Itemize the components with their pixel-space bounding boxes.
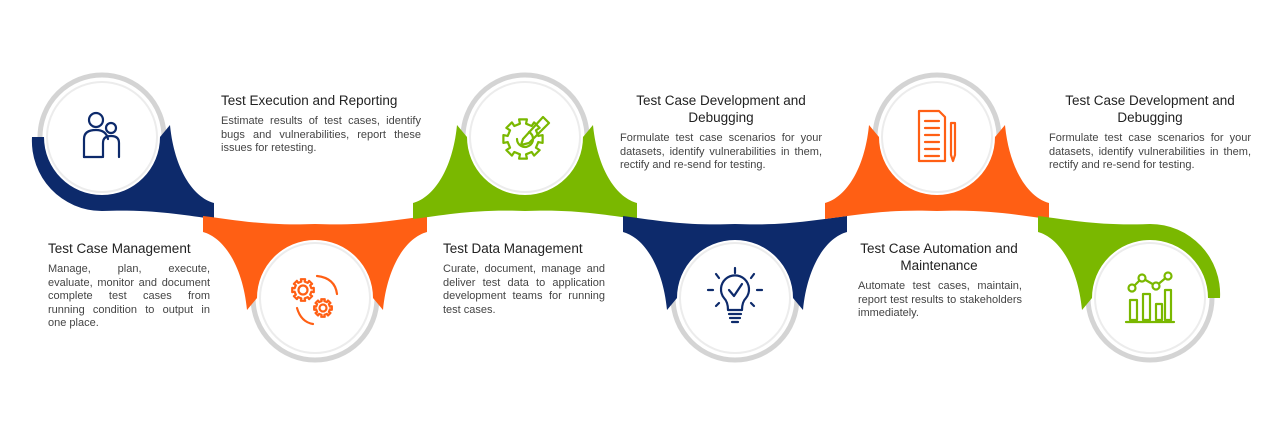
- step-test-case-automation: Test Case Automation and Maintenance Aut…: [846, 240, 1032, 321]
- step-test-case-management: Test Case Management Manage, plan, execu…: [48, 240, 210, 331]
- gears-cycle-icon: [291, 274, 339, 326]
- document-pencil-icon: [917, 109, 957, 163]
- step-description: Formulate test case scenarios for your d…: [620, 132, 822, 171]
- connector-band: [203, 216, 427, 310]
- icon-circle: [679, 242, 791, 354]
- step-description: Formulate test case scenarios for your d…: [1049, 132, 1251, 171]
- step-node-6: [1038, 216, 1221, 363]
- icon-circle: [46, 81, 158, 193]
- step-title: Test Case Automation and Maintenance: [860, 241, 1018, 273]
- step-description: Curate, document, manage and deliver tes…: [443, 263, 605, 316]
- connector-band: [825, 125, 1049, 219]
- step-title: Test Data Management: [443, 241, 583, 256]
- bar-line-chart-icon: [1124, 271, 1176, 324]
- step-description: Manage, plan, execute, evaluate, monitor…: [48, 263, 210, 329]
- people-icon: [82, 111, 121, 159]
- step-title: Test Execution and Reporting: [221, 93, 398, 108]
- step-node-2: [203, 216, 427, 363]
- step-title: Test Case Development and Debugging: [636, 93, 806, 125]
- connector-band: [413, 125, 637, 219]
- lightbulb-check-icon: [706, 266, 764, 324]
- step-test-execution-reporting: Test Execution and Reporting Estimate re…: [221, 92, 421, 156]
- step-node-4: [623, 216, 847, 363]
- step-node-5: [825, 72, 1049, 219]
- step-test-case-development-1: Test Case Development and Debugging Form…: [620, 92, 822, 173]
- connector-band: [31, 125, 215, 219]
- step-title: Test Case Management: [48, 241, 191, 256]
- step-title: Test Case Development and Debugging: [1065, 93, 1235, 125]
- icon-circle: [259, 242, 371, 354]
- step-node-3: [413, 72, 637, 219]
- step-description: Automate test cases, maintain, report te…: [858, 280, 1022, 319]
- connector-band: [623, 216, 847, 310]
- step-description: Estimate results of test cases, identify…: [221, 115, 421, 154]
- step-test-data-management: Test Data Management Curate, document, m…: [443, 240, 605, 317]
- step-test-case-development-2: Test Case Development and Debugging Form…: [1049, 92, 1251, 173]
- step-node-1: [31, 72, 215, 219]
- connector-band: [1038, 216, 1221, 310]
- gear-pencil-icon: [502, 115, 551, 160]
- icon-circle: [881, 81, 993, 193]
